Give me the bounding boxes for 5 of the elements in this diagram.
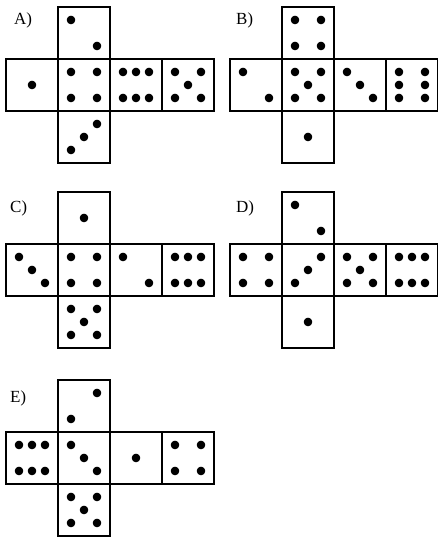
option-label: C): [10, 198, 27, 216]
option-label: B): [236, 10, 253, 28]
option-label: E): [10, 388, 26, 406]
option-label: A): [14, 10, 32, 28]
option-label: D): [236, 198, 254, 216]
